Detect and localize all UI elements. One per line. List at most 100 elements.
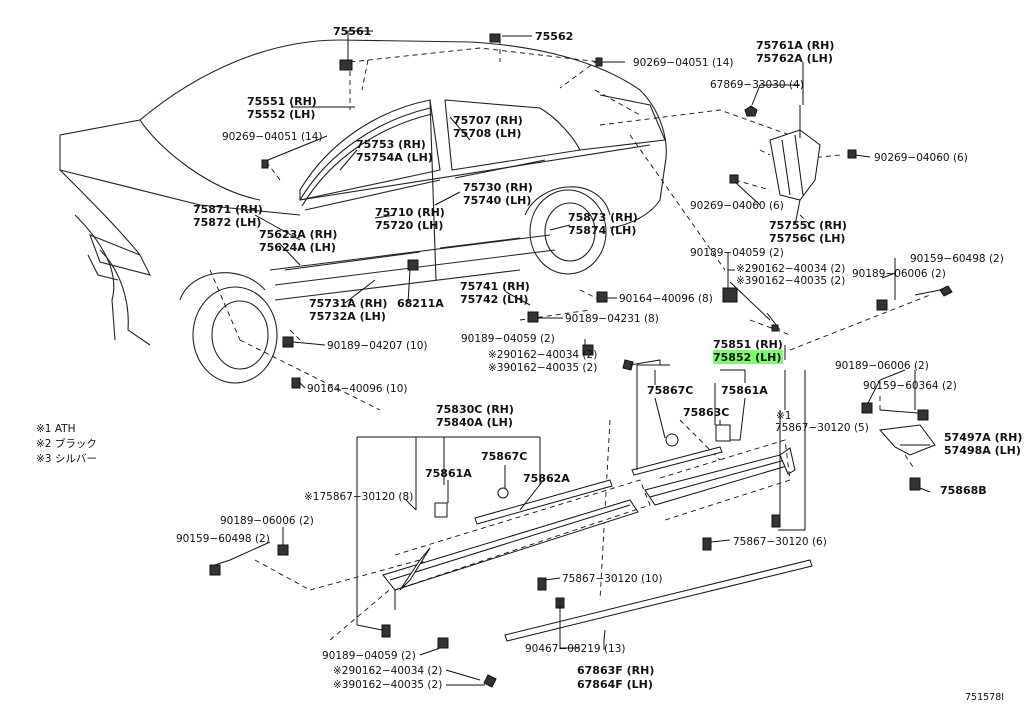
label-75867-30120-5[interactable]: 75867−30120 (5) <box>775 422 869 434</box>
label-75762a[interactable]: 75762A (LH) <box>756 52 833 65</box>
label-75742[interactable]: 75742 (LH) <box>460 293 528 306</box>
label-75867c-left[interactable]: 75867C <box>481 450 527 463</box>
label-90164-40096-8[interactable]: 90164−40096 (8) <box>619 293 713 305</box>
label-90189-04231-8[interactable]: 90189−04231 (8) <box>565 313 659 325</box>
label-90189-06006-top[interactable]: 90189−06006 (2) <box>852 268 946 280</box>
label-75623a[interactable]: 75623A (RH) <box>259 228 337 241</box>
label-90162-40034-bot[interactable]: ※290162−40034 (2) <box>333 665 442 677</box>
label-75720[interactable]: 75720 (LH) <box>375 219 443 232</box>
label-57497a[interactable]: 57497A (RH) <box>944 431 1022 444</box>
label-75873[interactable]: 75873 (RH) <box>568 211 638 224</box>
label-68211a[interactable]: 68211A <box>397 297 444 310</box>
label-75552[interactable]: 75552 (LH) <box>247 108 315 121</box>
label-67869[interactable]: 67869−33030 (4) <box>710 79 804 91</box>
value-90162-40034-top: 90162−40034 (2) <box>751 263 845 275</box>
label-90189-06006-left[interactable]: 90189−06006 (2) <box>220 515 314 527</box>
reference-lines <box>209 40 931 641</box>
label-75867-30120-6[interactable]: 75867−30120 (6) <box>733 536 827 548</box>
diagram-id: 751578I <box>965 692 1004 703</box>
label-75741[interactable]: 75741 (RH) <box>460 280 530 293</box>
left-bottom-parts <box>209 33 781 688</box>
mark-3-bot: ※3 <box>333 679 348 691</box>
mark-2-mid: ※2 <box>488 349 503 361</box>
label-75867-30120-10[interactable]: 75867−30120 (10) <box>562 573 663 585</box>
label-75872[interactable]: 75872 (LH) <box>193 216 261 229</box>
label-75867-30120-8[interactable]: ※175867−30120 (8) <box>304 491 413 503</box>
label-75868b[interactable]: 75868B <box>940 484 987 497</box>
label-90467-08219-13[interactable]: 90467−08219 (13) <box>525 643 626 655</box>
label-75867c-right[interactable]: 75867C <box>647 384 693 397</box>
label-75740[interactable]: 75740 (LH) <box>463 194 531 207</box>
car-outline <box>59 39 667 384</box>
label-90162-40034-top[interactable]: ※290162−40034 (2) <box>736 263 845 275</box>
label-90159-60498-top[interactable]: 90159−60498 (2) <box>910 253 1004 265</box>
label-90269-04051-top[interactable]: 90269−04051 (14) <box>633 57 734 69</box>
label-75753[interactable]: 75753 (RH) <box>356 138 426 151</box>
label-75755c[interactable]: 75755C (RH) <box>769 219 847 232</box>
value-90162-40034-bot: 90162−40034 (2) <box>348 665 442 677</box>
label-75730[interactable]: 75730 (RH) <box>463 181 533 194</box>
highlight-box <box>713 350 783 364</box>
label-75562[interactable]: 75562 <box>535 30 573 43</box>
label-90269-04051-left[interactable]: 90269−04051 (14) <box>222 131 323 143</box>
label-75830c[interactable]: 75830C (RH) <box>436 403 514 416</box>
label-75710[interactable]: 75710 (RH) <box>375 206 445 219</box>
value-90162-40035-bot: 90162−40035 (2) <box>348 679 442 691</box>
label-90189-04059-bot[interactable]: 90189−04059 (2) <box>322 650 416 662</box>
label-90162-40035-top[interactable]: ※390162−40035 (2) <box>736 275 845 287</box>
label-75861a-right[interactable]: 75861A <box>721 384 768 397</box>
label-75561[interactable]: 75561 <box>333 25 371 38</box>
part-labels: 75561 75562 90269−04051 (14) 75761A (RH)… <box>176 25 1022 691</box>
label-90162-40034-mid[interactable]: ※290162−40034 (2) <box>488 349 597 361</box>
mark-3-mid: ※3 <box>488 362 503 374</box>
label-75840a[interactable]: 75840A (LH) <box>436 416 513 429</box>
value-90162-40034-mid: 90162−40034 (2) <box>503 349 597 361</box>
label-75861a-left[interactable]: 75861A <box>425 467 472 480</box>
label-90162-40035-bot[interactable]: ※390162−40035 (2) <box>333 679 442 691</box>
label-75624a[interactable]: 75624A (LH) <box>259 241 336 254</box>
legend-ath: ※1 ATH <box>36 423 76 435</box>
label-75708[interactable]: 75708 (LH) <box>453 127 521 140</box>
legend-black: ※2 ブラック <box>36 437 97 450</box>
label-75731a[interactable]: 75731A (RH) <box>309 297 387 310</box>
mark-3-top: ※3 <box>736 275 751 287</box>
label-75707[interactable]: 75707 (RH) <box>453 114 523 127</box>
pillar-garnish-assembly <box>729 105 857 226</box>
label-90162-40035-mid[interactable]: ※390162−40035 (2) <box>488 362 597 374</box>
legend-silver: ※3 シルバー <box>36 453 97 465</box>
label-90189-04207-10[interactable]: 90189−04207 (10) <box>327 340 428 352</box>
mark-1-right: ※1 <box>776 410 791 422</box>
label-75852[interactable]: 75852 (LH) <box>713 351 781 364</box>
value-90162-40035-mid: 90162−40035 (2) <box>503 362 597 374</box>
label-90189-04059-top[interactable]: 90189−04059 (2) <box>690 247 784 259</box>
value-75867-30120-8: 75867−30120 (8) <box>319 491 413 503</box>
mark-1-left: ※1 <box>304 491 319 503</box>
mark-2-top: ※2 <box>736 263 751 275</box>
right-parts <box>722 285 953 491</box>
label-75862a[interactable]: 75862A <box>523 472 570 485</box>
mark-2-bot: ※2 <box>333 665 348 677</box>
label-90189-04059-mid[interactable]: 90189−04059 (2) <box>461 333 555 345</box>
value-90162-40035-top: 90162−40035 (2) <box>751 275 845 287</box>
label-67864f[interactable]: 67864F (LH) <box>577 678 653 691</box>
label-75863c[interactable]: 75863C <box>683 406 729 419</box>
label-90269-04060-right[interactable]: 90269−04060 (6) <box>874 152 968 164</box>
label-75761a[interactable]: 75761A (RH) <box>756 39 834 52</box>
label-67863f[interactable]: 67863F (RH) <box>577 664 654 677</box>
label-90189-06006-right[interactable]: 90189−06006 (2) <box>835 360 929 372</box>
label-90269-04060-left[interactable]: 90269−04060 (6) <box>690 200 784 212</box>
label-90159-60364[interactable]: 90159−60364 (2) <box>863 380 957 392</box>
rocker-panels <box>382 424 813 642</box>
label-75871[interactable]: 75871 (RH) <box>193 203 263 216</box>
label-75754a[interactable]: 75754A (LH) <box>356 151 433 164</box>
label-75874[interactable]: 75874 (LH) <box>568 224 636 237</box>
label-90159-60498-left[interactable]: 90159−60498 (2) <box>176 533 270 545</box>
label-75551[interactable]: 75551 (RH) <box>247 95 317 108</box>
label-57498a[interactable]: 57498A (LH) <box>944 444 1021 457</box>
label-75732a[interactable]: 75732A (LH) <box>309 310 386 323</box>
legend: ※1 ATH ※2 ブラック ※3 シルバー <box>36 423 97 465</box>
label-90164-40096-10[interactable]: 90164−40096 (10) <box>307 383 408 395</box>
label-75851[interactable]: 75851 (RH) <box>713 338 783 351</box>
label-75756c[interactable]: 75756C (LH) <box>769 232 845 245</box>
